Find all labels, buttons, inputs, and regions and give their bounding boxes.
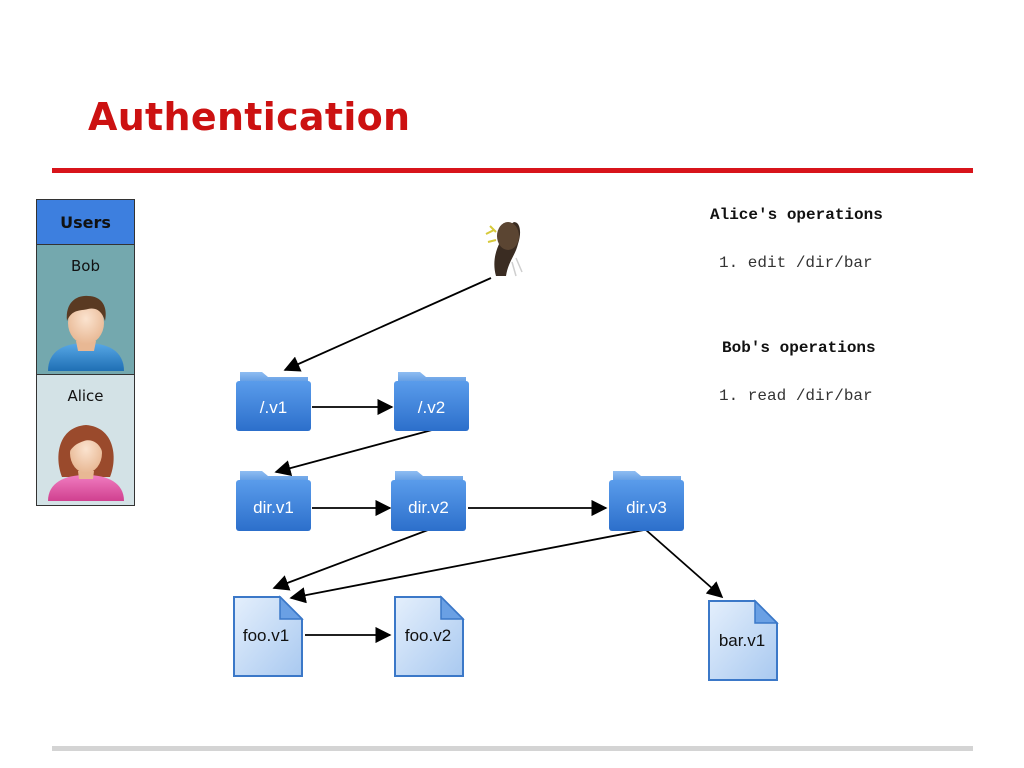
attacker-mask-icon bbox=[485, 222, 523, 277]
folder-node-root-v1: /.v1 bbox=[236, 372, 311, 431]
folder-label: dir.v1 bbox=[253, 498, 294, 517]
bob-operations-heading: Bob's operations bbox=[722, 339, 876, 357]
diagram-arrows bbox=[272, 277, 724, 644]
arrow-dirv3-to-foov1 bbox=[289, 529, 645, 604]
folder-node-dir-v1: dir.v1 bbox=[236, 471, 311, 531]
bob-operation-item: 1. read /dir/bar bbox=[719, 387, 873, 405]
folder-label: /.v2 bbox=[418, 398, 445, 417]
user-name-alice: Alice bbox=[67, 387, 104, 405]
user-row-alice: Alice bbox=[37, 375, 134, 505]
file-label: foo.v1 bbox=[243, 626, 289, 645]
footer-divider bbox=[52, 746, 973, 751]
folder-label: dir.v2 bbox=[408, 498, 449, 517]
users-header: Users bbox=[37, 200, 134, 245]
arrow-root-to-v1 bbox=[283, 277, 492, 372]
arrow-dirv3-to-barv1 bbox=[645, 529, 724, 599]
users-table: Users Bob Alice bbox=[36, 199, 135, 506]
title-divider bbox=[52, 168, 973, 173]
slide-title: Authentication bbox=[88, 95, 411, 139]
file-node-foo-v1: foo.v1 bbox=[233, 595, 304, 677]
folder-label: /.v1 bbox=[260, 398, 287, 417]
file-label: bar.v1 bbox=[719, 631, 765, 650]
user-name-bob: Bob bbox=[71, 257, 100, 275]
folder-node-root-v2: /.v2 bbox=[394, 372, 469, 431]
arrow-v2-to-dirv1 bbox=[274, 429, 433, 477]
file-node-bar-v1: bar.v1 bbox=[708, 599, 779, 681]
file-node-foo-v2: foo.v2 bbox=[394, 595, 465, 677]
folder-label: dir.v3 bbox=[626, 498, 667, 517]
folder-node-dir-v2: dir.v2 bbox=[391, 471, 466, 531]
male-user-avatar-icon bbox=[48, 295, 124, 371]
file-label: foo.v2 bbox=[405, 626, 451, 645]
arrow-dirv2-to-foov1 bbox=[272, 529, 429, 591]
folder-node-dir-v3: dir.v3 bbox=[609, 471, 684, 531]
user-row-bob: Bob bbox=[37, 245, 134, 375]
female-user-avatar-icon bbox=[48, 425, 124, 501]
alice-operation-item: 1. edit /dir/bar bbox=[719, 254, 873, 272]
alice-operations-heading: Alice's operations bbox=[710, 206, 883, 224]
